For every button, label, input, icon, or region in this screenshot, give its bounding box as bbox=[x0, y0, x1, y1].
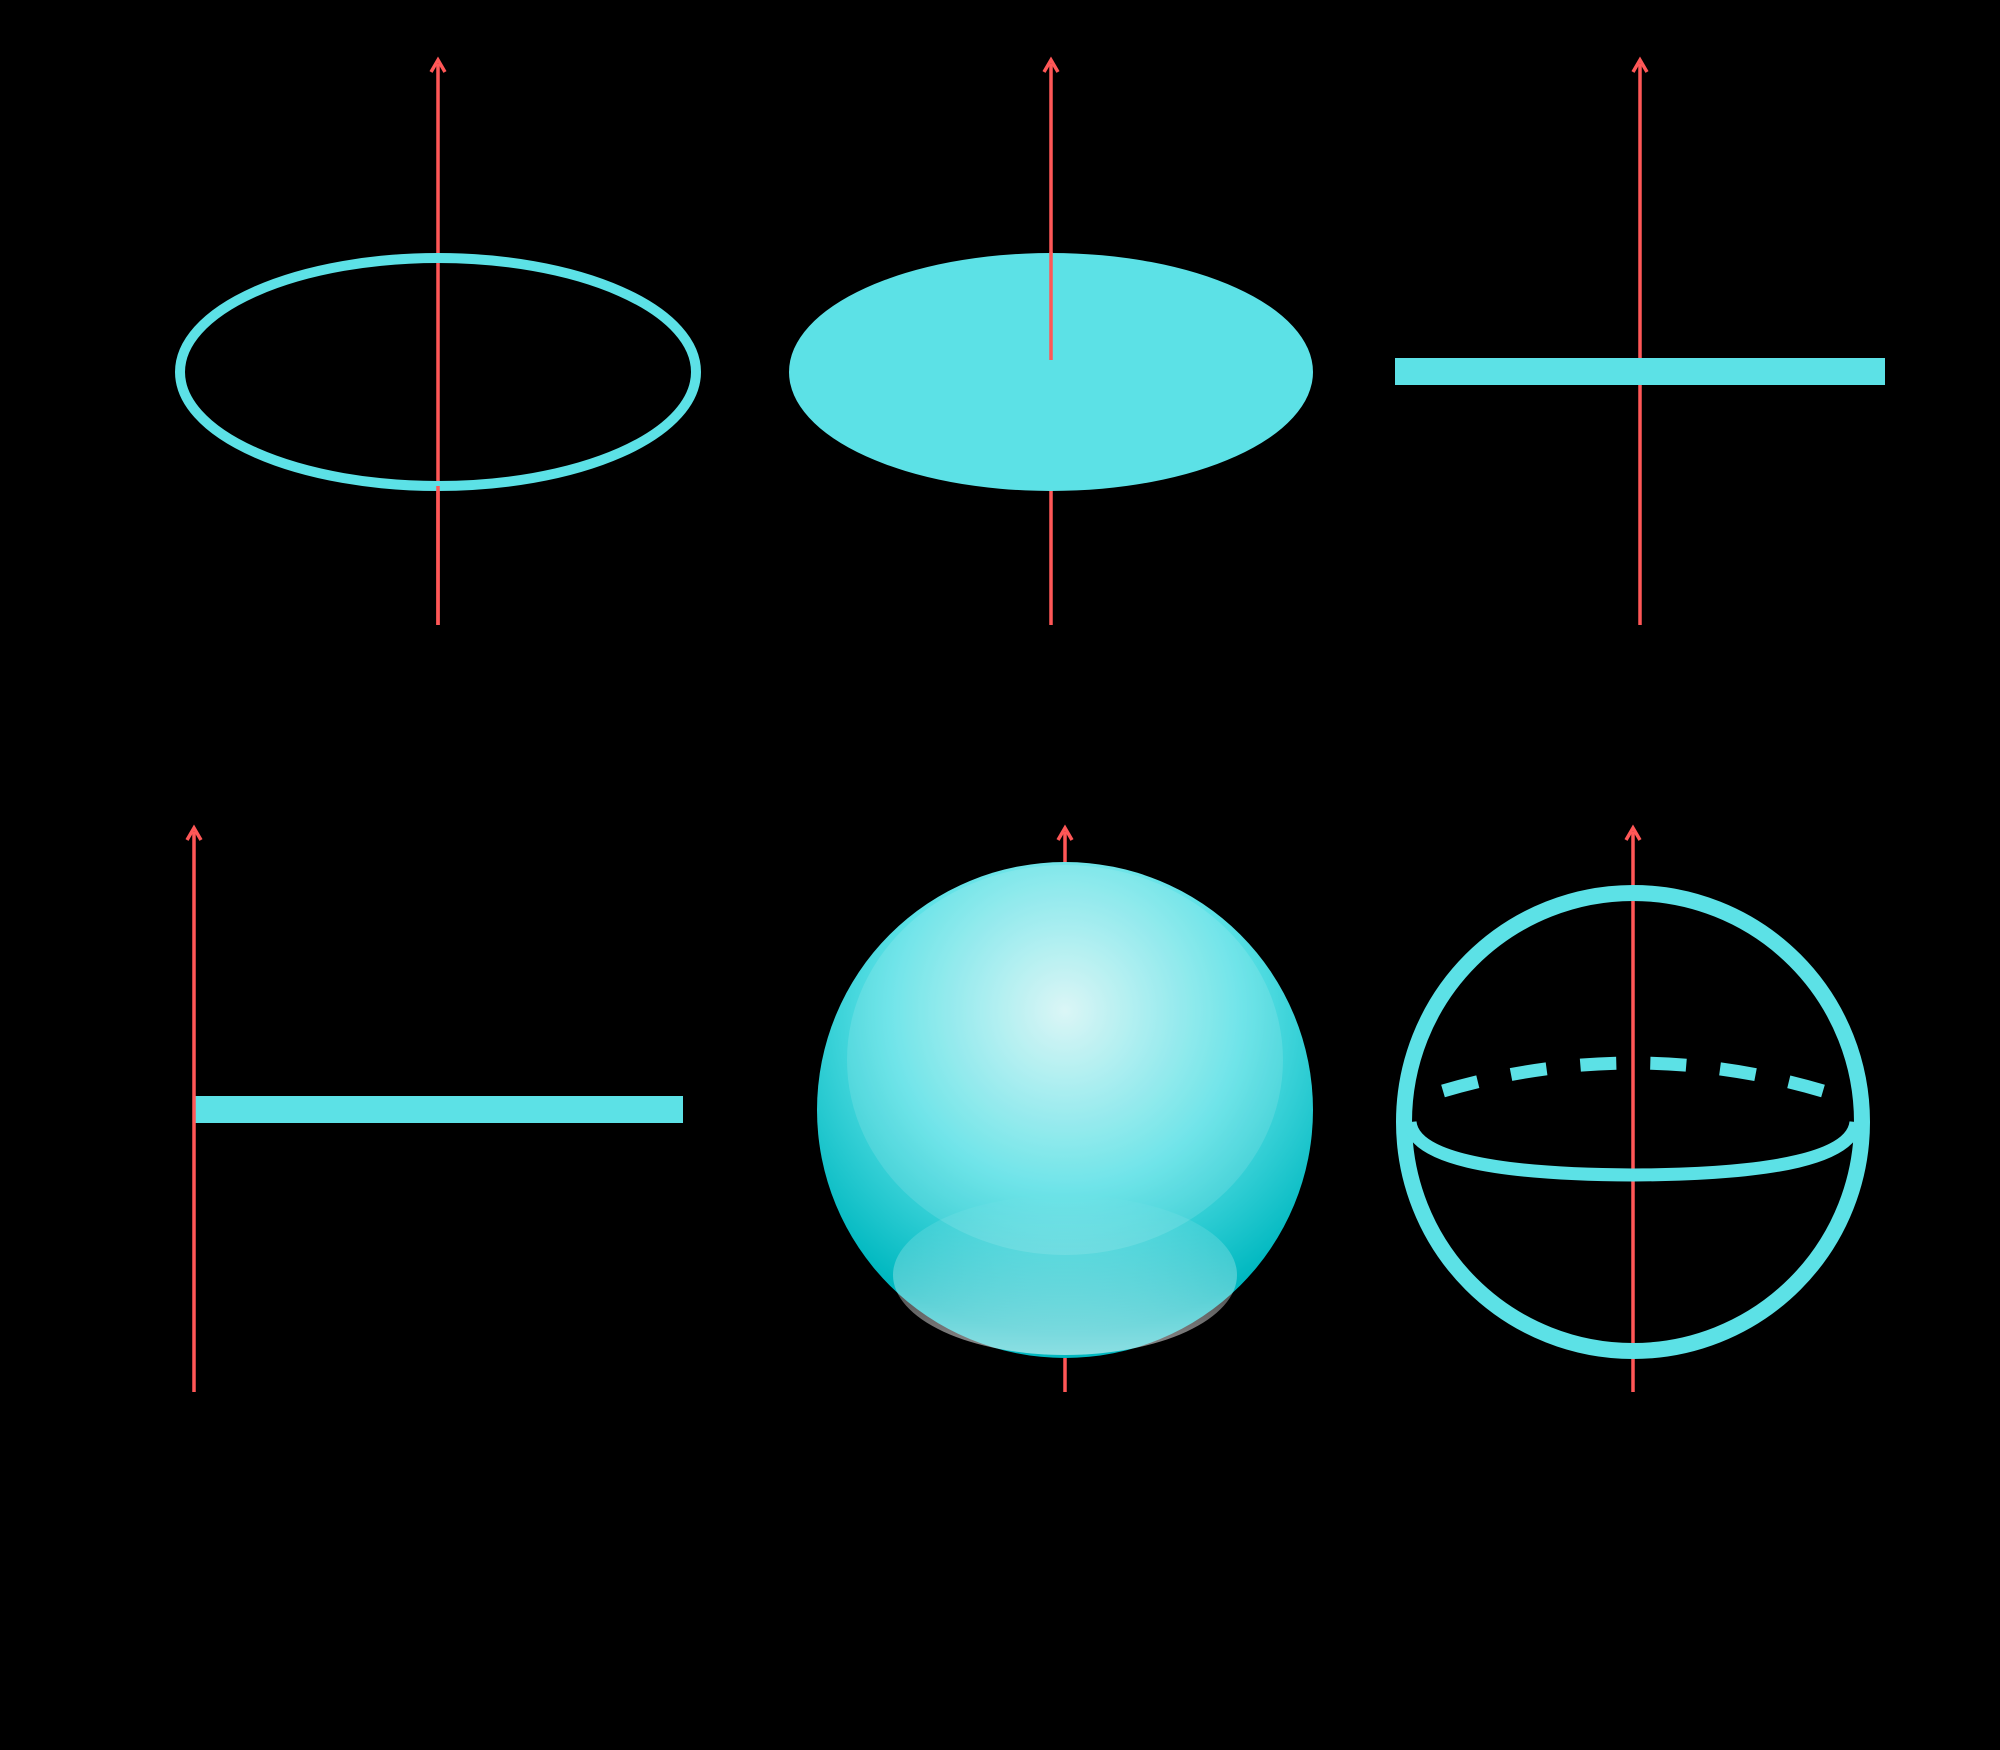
disk-panel bbox=[789, 56, 1313, 625]
axis-arrowhead bbox=[185, 824, 203, 841]
equator-front bbox=[1403, 1120, 1863, 1182]
thin-rod bbox=[1395, 358, 1885, 385]
hoop-panel bbox=[175, 56, 701, 625]
rod-center-panel bbox=[1395, 56, 1885, 625]
rod-end-panel bbox=[185, 824, 683, 1392]
axis-arrowhead bbox=[1631, 56, 1649, 73]
hollow-sphere-panel bbox=[1396, 824, 1870, 1392]
hollow-sphere-shell bbox=[1396, 885, 1870, 1359]
solid-disk bbox=[789, 253, 1313, 491]
sphere-highlight bbox=[847, 865, 1283, 1255]
axis-arrowhead bbox=[429, 56, 447, 73]
solid-sphere-panel bbox=[817, 824, 1313, 1392]
axis-arrowhead bbox=[1624, 824, 1642, 841]
thin-rod bbox=[194, 1096, 683, 1123]
axis-arrowhead bbox=[1042, 56, 1060, 73]
sphere-bottom-reflection bbox=[893, 1195, 1237, 1355]
axis-arrowhead bbox=[1056, 824, 1074, 841]
